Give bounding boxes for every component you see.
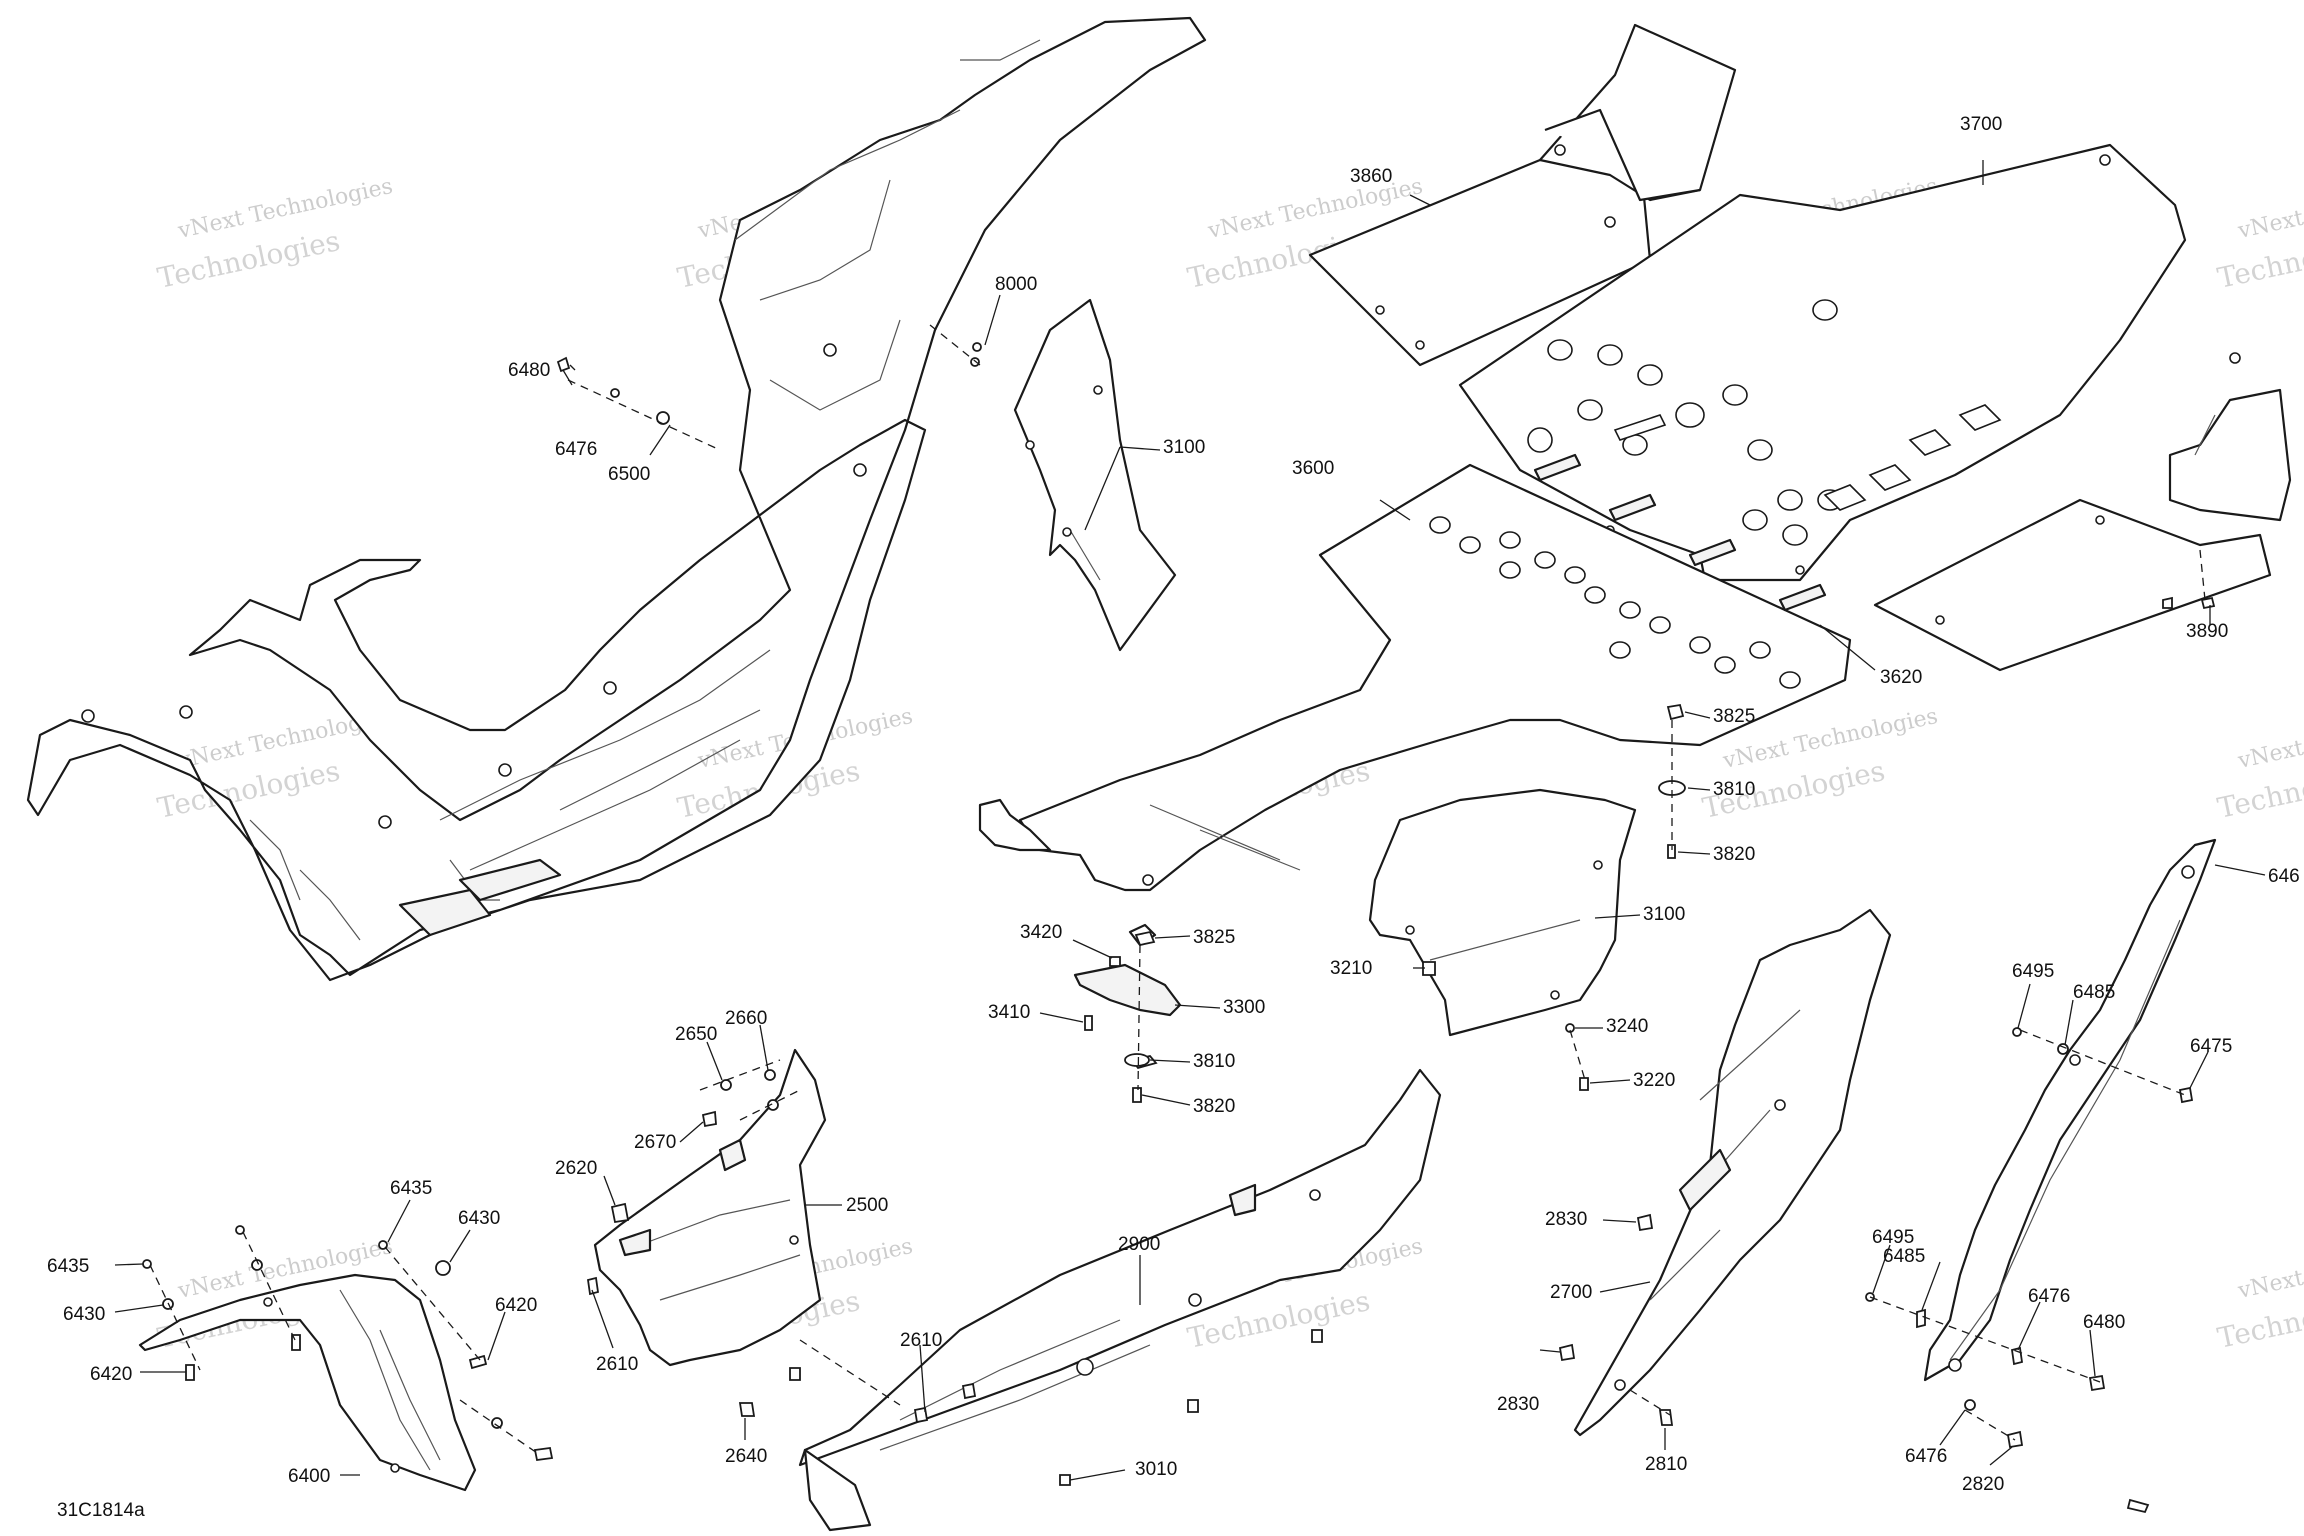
callout-2620: 2620 [555, 1158, 597, 1179]
callout-3600: 3600 [1292, 458, 1334, 479]
callout-3210: 3210 [1330, 958, 1372, 979]
callout-6480: 6480 [508, 360, 550, 381]
callout-2640: 2640 [725, 1446, 767, 1467]
callout-3010: 3010 [1135, 1459, 1177, 1480]
callout-2700: 2700 [1550, 1282, 1592, 1303]
part-3890-plate [1873, 352, 2292, 672]
callout-2830: 2830 [1497, 1394, 1539, 1415]
callout-6476: 6476 [2028, 1286, 2070, 1307]
watermark-text: vNext Technologies [2235, 1234, 2304, 1304]
watermark-text: vNext Technologies [175, 174, 395, 244]
part-6400-fender [138, 1273, 477, 1492]
callout-labels: 8000 6480 6476 6500 3100 3860 3700 3600 … [47, 114, 2300, 1521]
callout-3860: 3860 [1350, 166, 1392, 187]
part-3700-floor-plate [1458, 143, 2187, 582]
callout-646: 646 [2268, 866, 2300, 887]
callout-2660: 2660 [725, 1008, 767, 1029]
front-body-panel [26, 16, 1207, 982]
callout-6485: 6485 [1883, 1246, 1925, 1267]
callout-3810: 3810 [1193, 1051, 1235, 1072]
callout-2670: 2670 [634, 1132, 676, 1153]
part-2700-panel [1573, 908, 1892, 1437]
callout-3825: 3825 [1713, 706, 1755, 727]
callout-6495: 6495 [1872, 1227, 1914, 1248]
callout-6480: 6480 [2083, 1312, 2125, 1333]
callout-6420: 6420 [495, 1295, 537, 1316]
callout-3220: 3220 [1633, 1070, 1675, 1091]
callout-2810: 2810 [1645, 1454, 1687, 1475]
watermark-text: vNext Technologies [2235, 704, 2304, 774]
callout-6435: 6435 [47, 1256, 89, 1277]
callout-6420: 6420 [90, 1364, 132, 1385]
callout-3890: 3890 [2186, 621, 2228, 642]
callout-3410: 3410 [988, 1002, 1030, 1023]
part-3600-floor-plate [978, 453, 1852, 892]
part-2900-panel [798, 1068, 1442, 1532]
hardware-parts [142, 324, 2216, 1514]
part-646-rail [1923, 838, 2217, 1382]
part-3100-upper [1013, 298, 1177, 652]
callout-3820: 3820 [1713, 844, 1755, 865]
callout-6400: 6400 [288, 1466, 330, 1487]
callout-6485: 6485 [2073, 982, 2115, 1003]
callout-6435: 6435 [390, 1178, 432, 1199]
callout-2820: 2820 [1962, 1474, 2004, 1495]
callout-6475: 6475 [2190, 1036, 2232, 1057]
callout-3420: 3420 [1020, 922, 1062, 943]
callout-6500: 6500 [608, 464, 650, 485]
callout-2610: 2610 [900, 1330, 942, 1351]
callout-3810: 3810 [1713, 779, 1755, 800]
callout-8000: 8000 [995, 274, 1037, 295]
callout-6430: 6430 [63, 1304, 105, 1325]
callout-3100: 3100 [1643, 904, 1685, 925]
part-3100-lower [1368, 788, 1637, 1037]
callout-3300: 3300 [1223, 997, 1265, 1018]
callout-2650: 2650 [675, 1024, 717, 1045]
callout-2610: 2610 [596, 1354, 638, 1375]
callout-2500: 2500 [846, 1195, 888, 1216]
callout-6476: 6476 [555, 439, 597, 460]
callout-2830: 2830 [1545, 1209, 1587, 1230]
callout-3820: 3820 [1193, 1096, 1235, 1117]
callout-6476: 6476 [1905, 1446, 1947, 1467]
callout-6495: 6495 [2012, 961, 2054, 982]
watermark-text: vNext Technologies [2235, 174, 2304, 244]
leader-lines [114, 160, 2266, 1481]
callout-3825: 3825 [1193, 927, 1235, 948]
callout-3700: 3700 [1960, 114, 2002, 135]
part-2500-panel [593, 1048, 827, 1367]
callout-2900: 2900 [1118, 1234, 1160, 1255]
callout-6430: 6430 [458, 1208, 500, 1229]
callout-3620: 3620 [1880, 667, 1922, 688]
callout-3240: 3240 [1606, 1016, 1648, 1037]
figure-code: 31C1814a [57, 1500, 145, 1521]
callout-3100: 3100 [1163, 437, 1205, 458]
part-3860-plate [1308, 23, 1737, 367]
part-3300-bracket [1073, 923, 1182, 1070]
